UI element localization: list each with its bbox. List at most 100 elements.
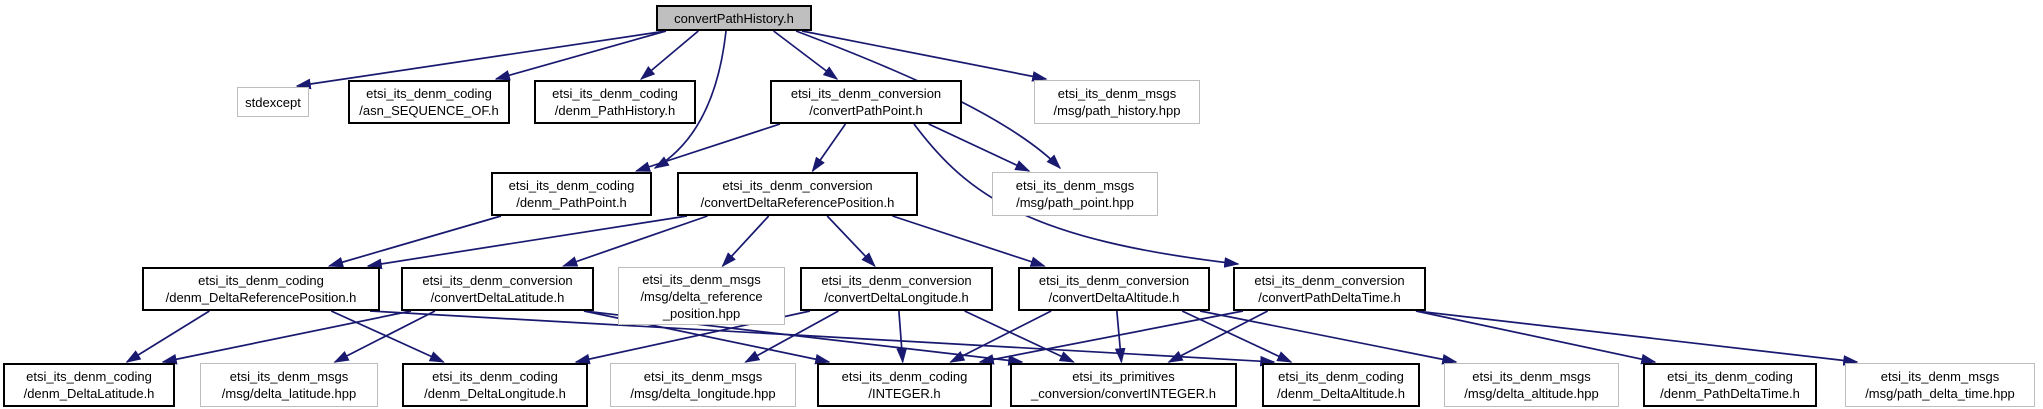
node-label-line: /msg/delta_longitude.hpp xyxy=(630,386,776,401)
edge-convertPathDeltaTime_h-to-convertINTEGER_h xyxy=(1167,310,1269,363)
edge-convertPathPoint_h-to-denm_PathPoint_h xyxy=(634,123,781,172)
node-label-line: etsi_its_primitives xyxy=(1072,369,1175,384)
edge-convertPathDeltaTime_h-to-path_delta_time_hpp xyxy=(1415,310,1859,366)
edge-convertPathHistory_h-to-denm_PathPoint_h xyxy=(653,30,727,169)
node-label-line: etsi_its_denm_msgs xyxy=(1057,86,1177,101)
node-convertPathDeltaTime_h[interactable]: etsi_its_denm_conversion/convertPathDelt… xyxy=(1233,267,1426,311)
edge-convertDeltaLongitude_h-to-INTEGER_h xyxy=(896,310,908,364)
node-convertDeltaLongitude_h[interactable]: etsi_its_denm_conversion/convertDeltaLon… xyxy=(800,267,993,311)
node-label-line: etsi_its_denm_coding xyxy=(552,86,678,101)
node-label-line: etsi_its_denm_msgs xyxy=(643,369,763,384)
node-label-line: etsi_its_denm_msgs xyxy=(642,271,761,287)
node-label-line: etsi_its_denm_coding xyxy=(841,369,968,384)
node-label-line: /convertPathPoint.h xyxy=(809,103,923,118)
edge-denm_DeltaReferencePosition_h-to-denm_DeltaLongitude_h xyxy=(330,310,445,363)
node-delta_longitude_hpp: etsi_its_denm_msgs/msg/delta_longitude.h… xyxy=(610,363,796,407)
node-label-line: /msg/delta_latitude.hpp xyxy=(221,386,357,401)
node-label-line: etsi_its_denm_conversion xyxy=(821,273,972,288)
node-label-line: /msg/path_point.hpp xyxy=(1016,195,1134,210)
edge-convertDeltaReferencePosition_h-to-convertDeltaAltitude_h xyxy=(892,215,1046,267)
node-label-line: /denm_DeltaLatitude.h xyxy=(23,386,155,401)
node-label-line: /denm_DeltaAltitude.h xyxy=(1277,386,1405,401)
node-label-line: etsi_its_denm_msgs xyxy=(1880,369,2000,384)
edge-convertDeltaAltitude_h-to-delta_altitude_hpp xyxy=(1199,310,1458,365)
node-label-line: /convertDeltaReferencePosition.h xyxy=(700,195,895,210)
node-label-line: etsi_its_denm_coding xyxy=(26,369,152,384)
edge-convertPathDeltaTime_h-to-denm_PathDeltaTime_h xyxy=(1415,310,1657,365)
node-label-line: _position.hpp xyxy=(662,305,741,321)
node-convertDeltaReferencePosition_h[interactable]: etsi_its_denm_conversion/convertDeltaRef… xyxy=(677,172,918,216)
edge-convertPathPoint_h-to-path_point_hpp xyxy=(928,123,1031,172)
node-delta_reference_position_hpp: etsi_its_denm_msgs/msg/delta_reference_p… xyxy=(618,267,785,325)
node-label-line: /msg/path_history.hpp xyxy=(1053,103,1181,118)
edge-denm_DeltaReferencePosition_h-to-denm_DeltaAltitude_h xyxy=(369,310,1276,367)
node-denm_DeltaLongitude_h[interactable]: etsi_its_denm_coding/denm_DeltaLongitude… xyxy=(402,363,588,407)
edge-convertPathPoint_h-to-convertDeltaReferencePosition_h xyxy=(811,123,847,173)
edge-convertDeltaReferencePosition_h-to-denm_DeltaReferencePosition_h xyxy=(366,215,688,270)
node-label-line: etsi_its_denm_conversion xyxy=(722,178,873,193)
node-label-line: etsi_its_denm_coding xyxy=(366,86,492,101)
node-stdexcept: stdexcept xyxy=(237,87,309,117)
node-label-line: /asn_SEQUENCE_OF.h xyxy=(359,103,499,118)
edge-convertPathHistory_h-to-path_history_hpp xyxy=(801,30,1048,82)
node-path_delta_time_hpp: etsi_its_denm_msgs/msg/path_delta_time.h… xyxy=(1845,363,2035,407)
node-denm_DeltaAltitude_h[interactable]: etsi_its_denm_coding/denm_DeltaAltitude.… xyxy=(1262,363,1420,407)
edge-convertDeltaReferencePosition_h-to-convertDeltaLatitude_h xyxy=(562,215,708,267)
node-label-line: etsi_its_denm_msgs xyxy=(1015,178,1135,193)
node-asn_SEQUENCE_OF_h[interactable]: etsi_its_denm_coding/asn_SEQUENCE_OF.h xyxy=(348,80,510,124)
edge-convertPathHistory_h-to-stdexcept xyxy=(295,30,667,90)
edge-convertDeltaAltitude_h-to-INTEGER_h xyxy=(949,310,1052,363)
node-convertINTEGER_h[interactable]: etsi_its_primitives_conversion/convertIN… xyxy=(1010,363,1237,407)
node-path_point_hpp: etsi_its_denm_msgs/msg/path_point.hpp xyxy=(992,172,1158,216)
node-label-line: etsi_its_denm_conversion xyxy=(1254,273,1405,288)
node-label-line: /msg/path_delta_time.hpp xyxy=(1865,386,2015,401)
node-convertPathPoint_h[interactable]: etsi_its_denm_conversion/convertPathPoin… xyxy=(770,80,962,124)
node-label-line: etsi_its_denm_coding xyxy=(198,273,324,288)
edge-convertPathHistory_h-to-asn_SEQUENCE_OF_h xyxy=(494,30,667,81)
node-label-line: etsi_its_denm_conversion xyxy=(790,86,942,101)
edge-denm_PathPoint_h-to-denm_DeltaReferencePosition_h xyxy=(327,215,502,268)
edge-convertDeltaLongitude_h-to-convertINTEGER_h xyxy=(964,310,1075,363)
edge-convertDeltaAltitude_h-to-convertINTEGER_h xyxy=(1114,310,1126,364)
node-label-line: /denm_PathPoint.h xyxy=(516,195,627,210)
node-denm_DeltaReferencePosition_h[interactable]: etsi_its_denm_coding/denm_DeltaReference… xyxy=(142,267,380,311)
node-label-line: etsi_its_denm_coding xyxy=(1278,369,1404,384)
node-denm_PathPoint_h[interactable]: etsi_its_denm_coding/denm_PathPoint.h xyxy=(491,172,652,216)
node-delta_latitude_hpp: etsi_its_denm_msgs/msg/delta_latitude.hp… xyxy=(200,363,378,407)
node-path_history_hpp: etsi_its_denm_msgs/msg/path_history.hpp xyxy=(1034,80,1200,124)
edge-convertPathDeltaTime_h-to-INTEGER_h xyxy=(978,310,1244,365)
node-label-line: etsi_its_denm_conversion xyxy=(422,273,573,288)
node-label-line: /INTEGER.h xyxy=(868,386,941,401)
node-label-line: /msg/delta_altitude.hpp xyxy=(1464,386,1599,401)
node-delta_altitude_hpp: etsi_its_denm_msgs/msg/delta_altitude.hp… xyxy=(1444,363,1619,407)
node-label-line: etsi_its_denm_msgs xyxy=(229,369,349,384)
edge-convertPathHistory_h-to-convertPathPoint_h xyxy=(773,30,839,80)
edge-convertDeltaReferencePosition_h-to-delta_reference_position_hpp xyxy=(721,215,770,268)
node-label-line: /convertDeltaLongitude.h xyxy=(824,290,969,305)
node-label-line: /convertDeltaLatitude.h xyxy=(430,290,565,305)
node-label-line: /msg/delta_reference xyxy=(640,288,763,304)
edge-convertPathHistory_h-to-denm_PathHistory_h xyxy=(640,30,699,80)
node-label-line: /denm_DeltaReferencePosition.h xyxy=(165,290,357,305)
node-convertPathHistory_h: convertPathHistory.h xyxy=(656,5,812,31)
node-label-line: etsi_its_denm_coding xyxy=(432,369,558,384)
node-convertDeltaLatitude_h[interactable]: etsi_its_denm_conversion/convertDeltaLat… xyxy=(401,267,594,311)
node-label-line: /denm_PathHistory.h xyxy=(554,103,676,118)
node-denm_DeltaLatitude_h[interactable]: etsi_its_denm_coding/denm_DeltaLatitude.… xyxy=(3,363,175,407)
node-label-line: etsi_its_denm_msgs xyxy=(1472,369,1591,384)
node-convertDeltaAltitude_h[interactable]: etsi_its_denm_conversion/convertDeltaAlt… xyxy=(1018,267,1210,311)
edge-denm_DeltaReferencePosition_h-to-denm_DeltaLatitude_h xyxy=(125,310,210,363)
edge-convertDeltaLatitude_h-to-delta_latitude_hpp xyxy=(333,310,436,363)
node-label-line: etsi_its_denm_coding xyxy=(1667,369,1793,384)
node-denm_PathHistory_h[interactable]: etsi_its_denm_coding/denm_PathHistory.h xyxy=(534,80,696,124)
edge-convertDeltaLatitude_h-to-denm_DeltaLatitude_h xyxy=(161,310,412,365)
edge-convertDeltaLongitude_h-to-delta_longitude_hpp xyxy=(744,310,839,363)
node-INTEGER_h[interactable]: etsi_its_denm_coding/INTEGER.h xyxy=(817,363,992,407)
node-label-line: /denm_PathDeltaTime.h xyxy=(1660,386,1800,401)
node-label-line: stdexcept xyxy=(245,94,301,110)
node-label-line: etsi_its_denm_coding xyxy=(508,178,635,193)
node-label-line: /convertDeltaAltitude.h xyxy=(1048,290,1180,305)
node-denm_PathDeltaTime_h[interactable]: etsi_its_denm_coding/denm_PathDeltaTime.… xyxy=(1643,363,1817,407)
